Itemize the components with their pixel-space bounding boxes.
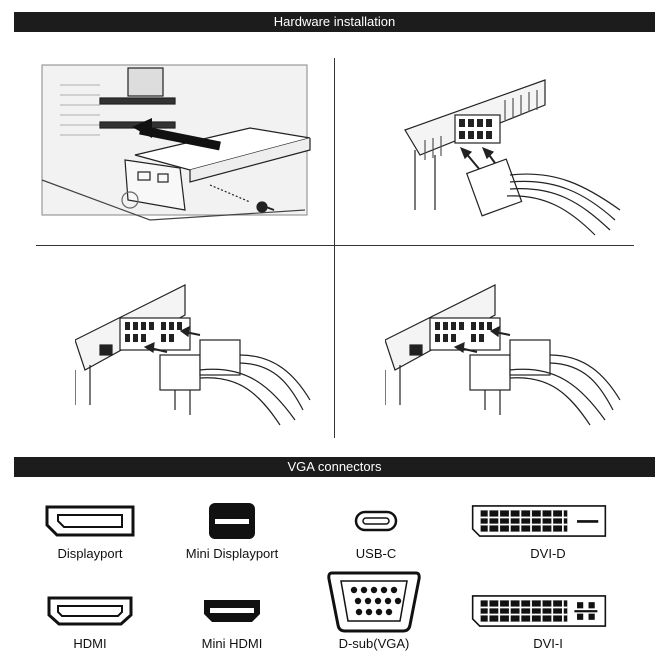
usb-c-icon bbox=[354, 510, 398, 532]
connector-label: Mini Displayport bbox=[185, 546, 279, 561]
connector-dvi-i: DVI-I bbox=[471, 590, 608, 651]
section-title: Hardware installation bbox=[273, 14, 396, 29]
connector-label: USB-C bbox=[355, 546, 397, 561]
gpu-insertion-illustration bbox=[40, 60, 330, 240]
connector-label: HDMI bbox=[73, 636, 107, 651]
connector-label: D-sub(VGA) bbox=[338, 636, 410, 651]
connector-displayport: Displayport bbox=[30, 500, 150, 561]
connector-hdmi: HDMI bbox=[30, 590, 150, 651]
section-header-hardware-installation: Hardware installation bbox=[14, 12, 655, 32]
vga-icon bbox=[327, 571, 421, 633]
dual-8pin-illustration-b bbox=[385, 260, 625, 430]
connector-d-sub-vga: D-sub(VGA) bbox=[314, 571, 434, 651]
dvi-d-icon bbox=[471, 505, 607, 537]
section-header-vga-connectors: VGA connectors bbox=[14, 457, 655, 477]
connector-dvi-d: DVI-D bbox=[471, 500, 608, 561]
connector-label: Mini HDMI bbox=[201, 636, 263, 651]
connector-label: DVI-I bbox=[533, 636, 563, 651]
horizontal-divider bbox=[36, 245, 634, 246]
connector-label: Displayport bbox=[57, 546, 123, 561]
connector-usb-c: USB-C bbox=[316, 500, 436, 561]
hdmi-icon bbox=[47, 596, 133, 626]
section-title: VGA connectors bbox=[287, 459, 382, 474]
connector-mini-hdmi: Mini HDMI bbox=[172, 590, 292, 651]
power-connector-illustration bbox=[395, 60, 635, 240]
mini-hdmi-icon bbox=[204, 600, 260, 622]
mini-displayport-icon bbox=[209, 503, 255, 539]
dual-8pin-illustration-a bbox=[75, 260, 315, 430]
dvi-i-icon bbox=[471, 595, 607, 627]
connector-mini-displayport: Mini Displayport bbox=[172, 500, 292, 561]
connector-label: DVI-D bbox=[530, 546, 566, 561]
displayport-icon bbox=[45, 505, 135, 537]
vertical-divider bbox=[334, 58, 335, 438]
